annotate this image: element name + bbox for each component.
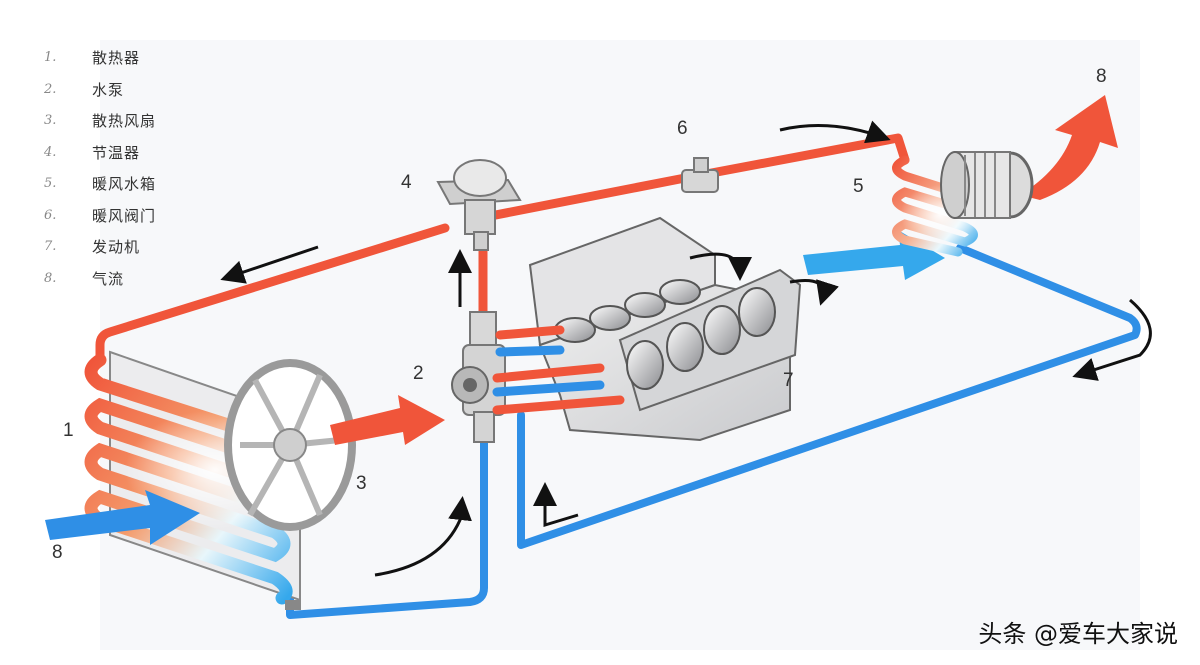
- legend-label: 散热风扇: [92, 112, 157, 131]
- callout-heater-valve: 6: [677, 118, 688, 139]
- flow-arrow-right-return: [1072, 298, 1152, 381]
- legend-item: 1.散热器: [44, 49, 141, 68]
- flow-arrow-top-right: [779, 120, 891, 144]
- callout-pump: 2: [413, 363, 424, 384]
- flow-arrow-bottom-up: [374, 496, 472, 577]
- legend-item: 7.发动机: [44, 238, 141, 257]
- airflow-radiator-out-arrow: [330, 395, 445, 445]
- callout-thermostat: 4: [401, 172, 412, 193]
- airflow-arrows: [45, 95, 1118, 545]
- legend-item: 2.水泵: [44, 80, 125, 99]
- fan-icon: [224, 359, 356, 531]
- callout-airflow-in: 8: [52, 542, 63, 563]
- cool-coolant-pipes: [286, 244, 1141, 619]
- cool-pipe-radiator-pump: [286, 436, 488, 619]
- legend-item: 3.散热风扇: [44, 112, 157, 131]
- legend-label: 水泵: [92, 80, 125, 99]
- legend-label: 暖风水箱: [92, 175, 157, 194]
- legend-item: 6.暖风阀门: [44, 206, 157, 225]
- water-pump-icon: [451, 311, 506, 443]
- callout-airflow-out: 8: [1096, 66, 1107, 87]
- callout-radiator: 1: [63, 420, 74, 441]
- valve-icon: [681, 157, 719, 193]
- hot-pipe-to-heater: [465, 133, 910, 225]
- flow-arrow-engine-up: [533, 482, 579, 528]
- legend-label: 气流: [92, 269, 125, 288]
- legend-label: 散热器: [92, 49, 141, 68]
- legend-item: 8.气流: [44, 269, 125, 288]
- legend-item: 4.节温器: [44, 143, 141, 162]
- hot-coolant-pipes: [95, 133, 910, 365]
- flow-direction-arrows: [220, 120, 1152, 577]
- callout-fan: 3: [356, 473, 367, 494]
- blower-icon: [940, 151, 1034, 219]
- flow-arrow-engine-right: [789, 279, 839, 306]
- airflow-heater-out-arrow: [1020, 95, 1118, 200]
- flow-arrow-top-left: [220, 245, 319, 284]
- legend-label: 节温器: [92, 143, 141, 162]
- callout-engine: 7: [783, 370, 794, 391]
- callout-heater-core: 5: [853, 176, 864, 197]
- flow-arrow-engine-top: [689, 252, 752, 281]
- cool-pipe-heater-return: [517, 244, 1141, 549]
- engine-block-icon: [492, 216, 802, 442]
- thermostat-icon: [436, 159, 522, 251]
- airflow-in-arrow: [45, 490, 200, 545]
- hot-pipe-to-radiator: [95, 223, 450, 365]
- watermark: 头条 @爱车大家说: [978, 620, 1178, 648]
- legend-item: 5.暖风水箱: [44, 175, 157, 194]
- legend: 1.散热器 2.水泵 3.散热风扇 4.节温器 5.暖风水箱 6.暖风阀门 7.…: [44, 42, 156, 294]
- legend-label: 发动机: [92, 238, 141, 257]
- legend-label: 暖风阀门: [92, 206, 157, 225]
